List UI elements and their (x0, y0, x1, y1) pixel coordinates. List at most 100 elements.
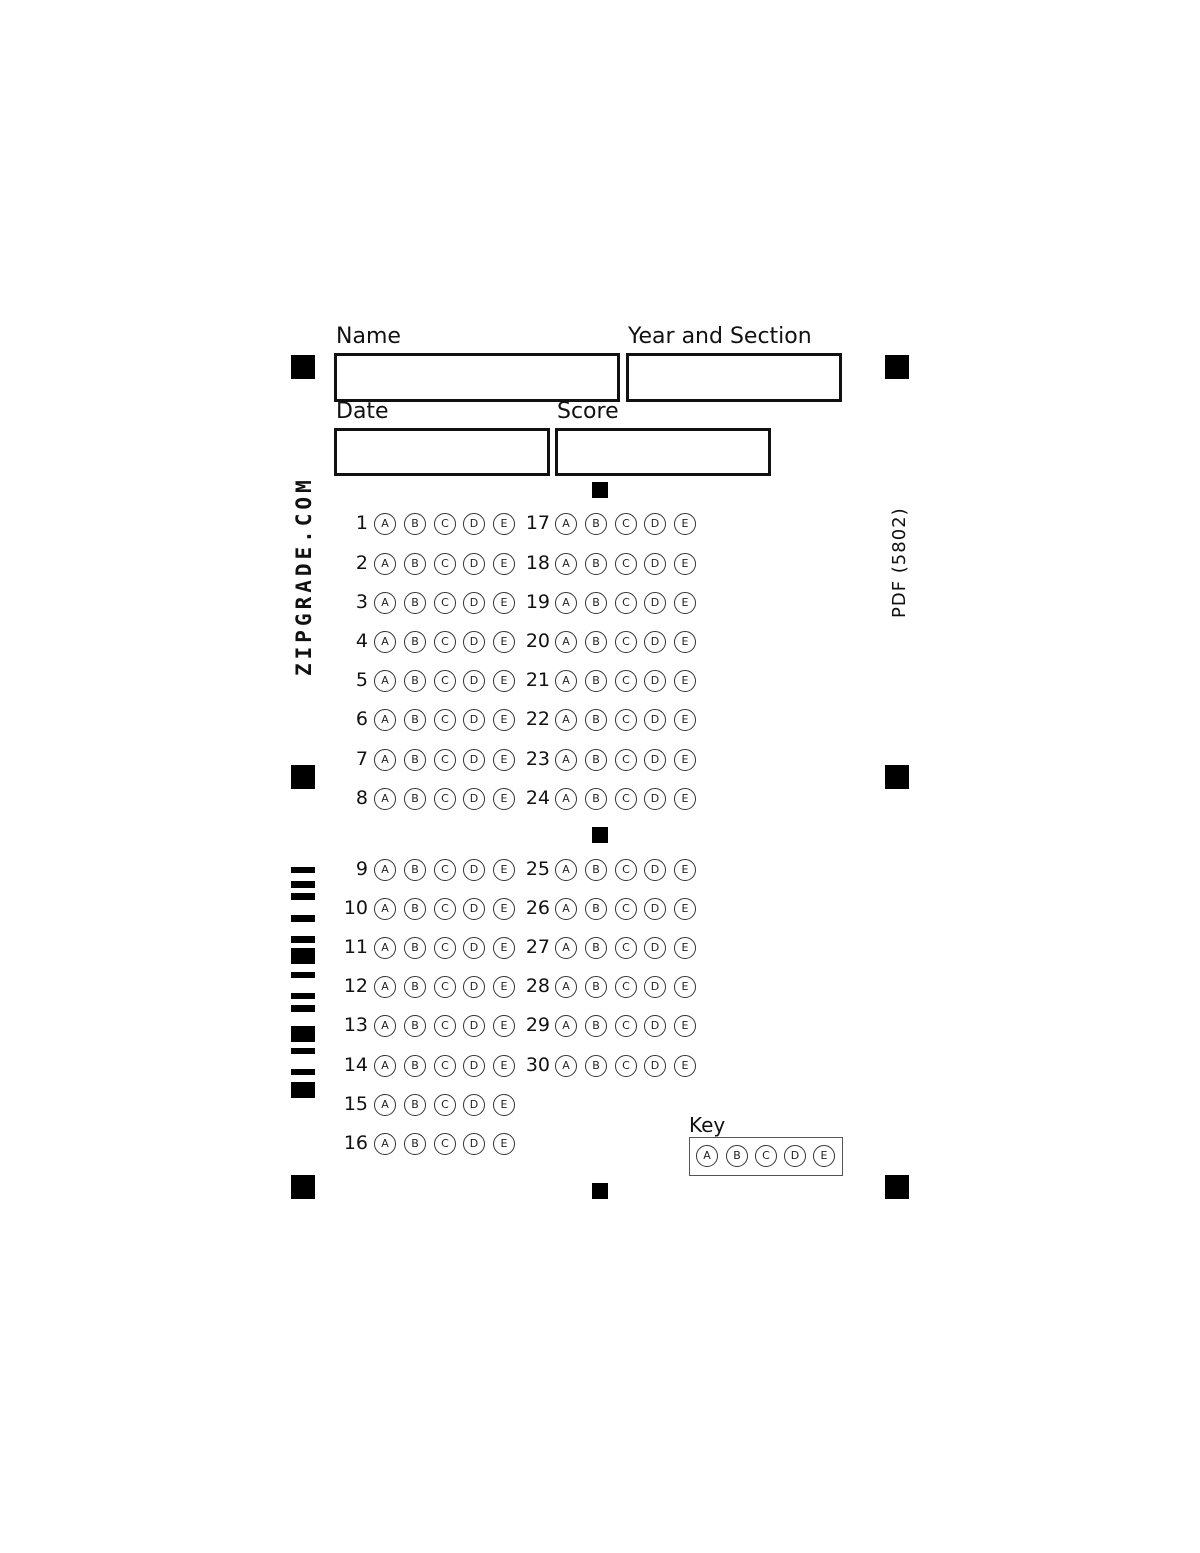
answer-bubble-q13-a[interactable]: A (374, 1015, 396, 1037)
answer-bubble-q8-c[interactable]: C (434, 788, 456, 810)
answer-bubble-q7-b[interactable]: B (404, 749, 426, 771)
answer-bubble-q6-c[interactable]: C (434, 709, 456, 731)
answer-bubble-q6-b[interactable]: B (404, 709, 426, 731)
answer-bubble-q20-a[interactable]: A (555, 631, 577, 653)
key-bubble-b[interactable]: B (726, 1145, 748, 1167)
answer-bubble-q10-e[interactable]: E (493, 898, 515, 920)
answer-bubble-q30-a[interactable]: A (555, 1055, 577, 1077)
answer-bubble-q14-c[interactable]: C (434, 1055, 456, 1077)
answer-bubble-q12-c[interactable]: C (434, 976, 456, 998)
answer-bubble-q19-d[interactable]: D (644, 592, 666, 614)
answer-bubble-q9-b[interactable]: B (404, 859, 426, 881)
name-field[interactable] (334, 353, 620, 402)
answer-bubble-q11-d[interactable]: D (463, 937, 485, 959)
answer-bubble-q8-a[interactable]: A (374, 788, 396, 810)
answer-bubble-q30-c[interactable]: C (615, 1055, 637, 1077)
answer-bubble-q15-e[interactable]: E (493, 1094, 515, 1116)
answer-bubble-q30-e[interactable]: E (674, 1055, 696, 1077)
answer-bubble-q10-c[interactable]: C (434, 898, 456, 920)
answer-bubble-q24-a[interactable]: A (555, 788, 577, 810)
answer-bubble-q24-b[interactable]: B (585, 788, 607, 810)
answer-bubble-q14-d[interactable]: D (463, 1055, 485, 1077)
answer-bubble-q18-e[interactable]: E (674, 553, 696, 575)
answer-bubble-q3-c[interactable]: C (434, 592, 456, 614)
answer-bubble-q21-b[interactable]: B (585, 670, 607, 692)
answer-bubble-q11-e[interactable]: E (493, 937, 515, 959)
answer-bubble-q18-a[interactable]: A (555, 553, 577, 575)
answer-bubble-q24-c[interactable]: C (615, 788, 637, 810)
answer-bubble-q8-b[interactable]: B (404, 788, 426, 810)
answer-bubble-q23-b[interactable]: B (585, 749, 607, 771)
answer-bubble-q25-a[interactable]: A (555, 859, 577, 881)
answer-bubble-q27-b[interactable]: B (585, 937, 607, 959)
answer-bubble-q21-e[interactable]: E (674, 670, 696, 692)
answer-bubble-q19-b[interactable]: B (585, 592, 607, 614)
answer-bubble-q17-b[interactable]: B (585, 513, 607, 535)
answer-bubble-q26-a[interactable]: A (555, 898, 577, 920)
answer-bubble-q23-e[interactable]: E (674, 749, 696, 771)
answer-bubble-q12-d[interactable]: D (463, 976, 485, 998)
answer-bubble-q16-a[interactable]: A (374, 1133, 396, 1155)
answer-bubble-q19-c[interactable]: C (615, 592, 637, 614)
answer-bubble-q29-d[interactable]: D (644, 1015, 666, 1037)
answer-bubble-q2-d[interactable]: D (463, 553, 485, 575)
answer-bubble-q3-d[interactable]: D (463, 592, 485, 614)
year-section-field[interactable] (626, 353, 842, 402)
answer-bubble-q24-e[interactable]: E (674, 788, 696, 810)
answer-bubble-q26-b[interactable]: B (585, 898, 607, 920)
answer-bubble-q28-b[interactable]: B (585, 976, 607, 998)
answer-bubble-q17-d[interactable]: D (644, 513, 666, 535)
answer-bubble-q2-e[interactable]: E (493, 553, 515, 575)
answer-bubble-q29-e[interactable]: E (674, 1015, 696, 1037)
answer-bubble-q28-a[interactable]: A (555, 976, 577, 998)
answer-bubble-q22-a[interactable]: A (555, 709, 577, 731)
answer-bubble-q30-b[interactable]: B (585, 1055, 607, 1077)
answer-bubble-q29-b[interactable]: B (585, 1015, 607, 1037)
answer-bubble-q25-b[interactable]: B (585, 859, 607, 881)
answer-bubble-q24-d[interactable]: D (644, 788, 666, 810)
answer-bubble-q21-c[interactable]: C (615, 670, 637, 692)
answer-bubble-q22-b[interactable]: B (585, 709, 607, 731)
answer-bubble-q27-e[interactable]: E (674, 937, 696, 959)
answer-bubble-q17-c[interactable]: C (615, 513, 637, 535)
answer-bubble-q22-e[interactable]: E (674, 709, 696, 731)
answer-bubble-q17-e[interactable]: E (674, 513, 696, 535)
answer-bubble-q9-d[interactable]: D (463, 859, 485, 881)
answer-bubble-q25-e[interactable]: E (674, 859, 696, 881)
answer-bubble-q28-e[interactable]: E (674, 976, 696, 998)
answer-bubble-q21-d[interactable]: D (644, 670, 666, 692)
answer-bubble-q18-c[interactable]: C (615, 553, 637, 575)
answer-bubble-q22-d[interactable]: D (644, 709, 666, 731)
answer-bubble-q14-a[interactable]: A (374, 1055, 396, 1077)
answer-bubble-q5-a[interactable]: A (374, 670, 396, 692)
answer-bubble-q2-a[interactable]: A (374, 553, 396, 575)
answer-bubble-q20-d[interactable]: D (644, 631, 666, 653)
answer-bubble-q7-c[interactable]: C (434, 749, 456, 771)
answer-bubble-q6-a[interactable]: A (374, 709, 396, 731)
answer-bubble-q11-c[interactable]: C (434, 937, 456, 959)
answer-bubble-q7-e[interactable]: E (493, 749, 515, 771)
answer-bubble-q28-c[interactable]: C (615, 976, 637, 998)
answer-bubble-q15-b[interactable]: B (404, 1094, 426, 1116)
answer-bubble-q2-c[interactable]: C (434, 553, 456, 575)
answer-bubble-q23-c[interactable]: C (615, 749, 637, 771)
answer-bubble-q25-c[interactable]: C (615, 859, 637, 881)
answer-bubble-q16-c[interactable]: C (434, 1133, 456, 1155)
date-field[interactable] (334, 428, 550, 476)
key-bubble-c[interactable]: C (755, 1145, 777, 1167)
answer-bubble-q13-e[interactable]: E (493, 1015, 515, 1037)
answer-bubble-q15-d[interactable]: D (463, 1094, 485, 1116)
answer-bubble-q19-e[interactable]: E (674, 592, 696, 614)
answer-bubble-q11-a[interactable]: A (374, 937, 396, 959)
answer-bubble-q30-d[interactable]: D (644, 1055, 666, 1077)
answer-bubble-q13-d[interactable]: D (463, 1015, 485, 1037)
answer-bubble-q23-a[interactable]: A (555, 749, 577, 771)
answer-bubble-q22-c[interactable]: C (615, 709, 637, 731)
answer-bubble-q15-a[interactable]: A (374, 1094, 396, 1116)
answer-bubble-q27-a[interactable]: A (555, 937, 577, 959)
answer-bubble-q10-a[interactable]: A (374, 898, 396, 920)
key-bubble-a[interactable]: A (696, 1145, 718, 1167)
answer-bubble-q27-c[interactable]: C (615, 937, 637, 959)
answer-bubble-q4-b[interactable]: B (404, 631, 426, 653)
answer-bubble-q4-d[interactable]: D (463, 631, 485, 653)
